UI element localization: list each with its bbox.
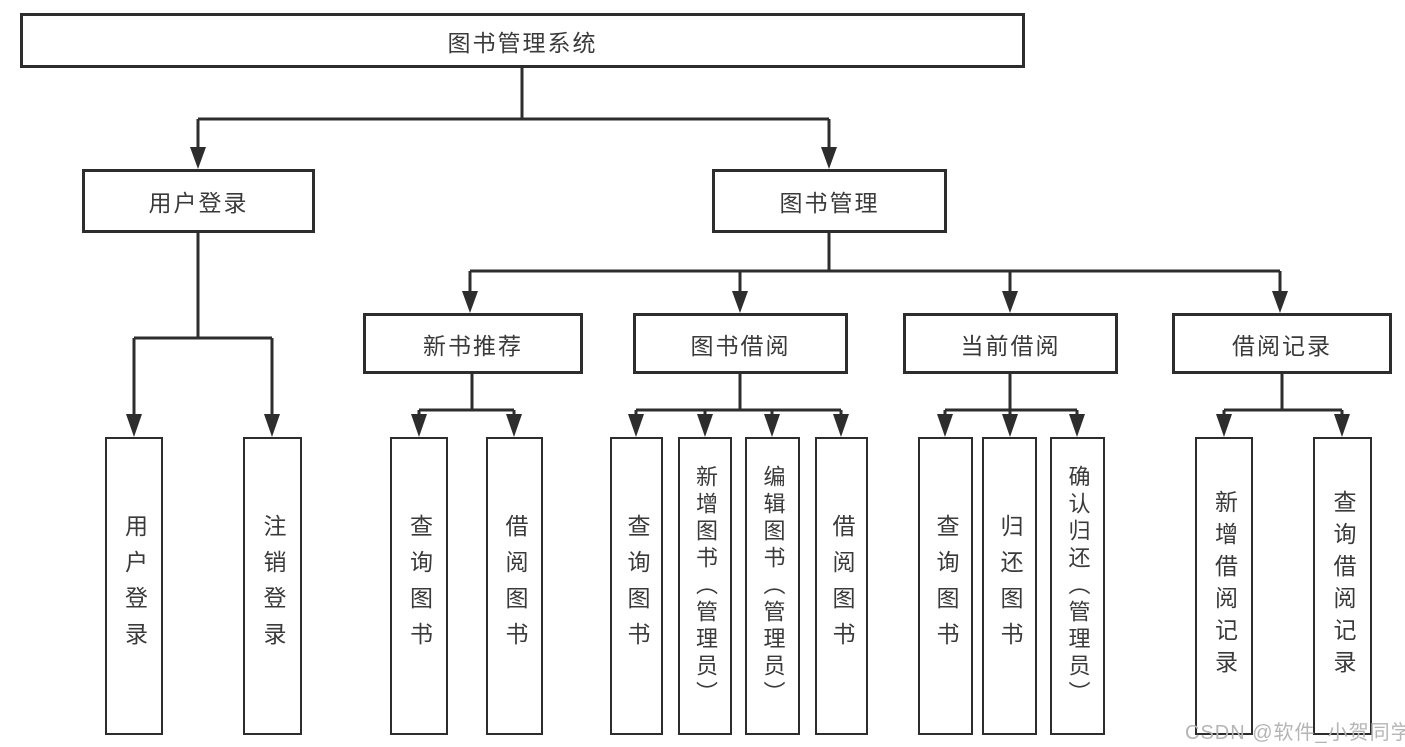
arrowhead — [462, 291, 478, 313]
node-label: 新增图书（管理员） — [693, 464, 718, 708]
connector-user-login — [126, 233, 280, 437]
node-label: 当前借阅 — [960, 332, 1061, 359]
node-leaf-add-borrow-record: 新增借阅记录 — [1195, 437, 1253, 735]
arrowhead — [821, 147, 837, 169]
node-label: 查询图书 — [933, 514, 959, 658]
node-leaf-borrow-books-2: 借阅图书 — [815, 437, 868, 735]
arrowhead — [1272, 291, 1288, 313]
node-label: 图书借阅 — [690, 332, 791, 359]
node-label: 注销登录 — [260, 514, 286, 658]
arrowhead — [1069, 414, 1085, 437]
arrowhead — [628, 414, 644, 437]
arrowhead — [937, 414, 953, 437]
node-current-borrow: 当前借阅 — [903, 313, 1118, 374]
arrowhead — [506, 414, 522, 437]
arrowhead — [764, 414, 780, 437]
csdn-watermark: CSDN @软件_小贺同学 — [1185, 722, 1405, 744]
arrowhead — [1002, 414, 1018, 437]
node-leaf-add-books-admin: 新增图书（管理员） — [678, 437, 732, 735]
node-leaf-return-books: 归还图书 — [982, 437, 1037, 735]
node-leaf-confirm-return-admin: 确认归还（管理员） — [1050, 437, 1105, 735]
node-label: 借阅图书 — [502, 514, 528, 658]
arrowhead — [264, 414, 280, 437]
node-leaf-query-books-2: 查询图书 — [610, 437, 663, 735]
node-leaf-edit-books-admin: 编辑图书（管理员） — [745, 437, 800, 735]
node-book-management: 图书管理 — [712, 169, 947, 233]
node-user-login: 用户登录 — [82, 169, 315, 233]
node-borrow-records: 借阅记录 — [1172, 313, 1392, 374]
node-label: 图书管理系统 — [447, 29, 598, 56]
arrowhead — [1002, 291, 1018, 313]
node-label: 用户登录 — [121, 514, 148, 658]
arrowhead — [126, 414, 142, 437]
node-label: 确认归还（管理员） — [1065, 464, 1091, 708]
arrowhead — [1216, 414, 1232, 437]
node-leaf-query-borrow-record: 查询借阅记录 — [1313, 437, 1372, 735]
node-label: 查询图书 — [406, 514, 433, 658]
node-label: 新增借阅记录 — [1211, 490, 1238, 682]
node-label: 查询借阅记录 — [1330, 490, 1356, 682]
node-leaf-borrow-books-1: 借阅图书 — [486, 437, 543, 735]
arrowhead — [697, 414, 713, 437]
connector-book-management — [462, 233, 1288, 313]
connector-root — [190, 68, 837, 169]
node-book-borrow: 图书借阅 — [633, 313, 848, 374]
connector-new-book-recommend — [411, 374, 522, 437]
node-label: 借阅图书 — [829, 514, 855, 658]
node-label: 图书管理 — [779, 190, 880, 216]
arrowhead — [190, 147, 206, 169]
arrowhead — [411, 414, 427, 437]
connector-current-borrow — [937, 374, 1085, 437]
node-leaf-user-login: 用户登录 — [105, 437, 163, 735]
node-leaf-query-books-1: 查询图书 — [390, 437, 448, 735]
node-label: 新书推荐 — [423, 332, 523, 359]
arrowhead — [732, 291, 748, 313]
node-leaf-query-books-3: 查询图书 — [918, 437, 973, 735]
connector-borrow-records — [1216, 374, 1350, 437]
node-label: 编辑图书（管理员） — [760, 464, 786, 708]
node-system-root: 图书管理系统 — [20, 13, 1025, 68]
node-label: 查询图书 — [624, 514, 650, 658]
node-label: 借阅记录 — [1232, 332, 1332, 359]
arrowhead — [833, 414, 849, 437]
node-label: 归还图书 — [997, 514, 1023, 658]
arrowhead — [1334, 414, 1350, 437]
connector-book-borrow — [628, 374, 849, 437]
node-new-book-recommend: 新书推荐 — [363, 313, 583, 374]
node-label: 用户登录 — [148, 190, 249, 216]
node-leaf-logout: 注销登录 — [243, 437, 302, 735]
